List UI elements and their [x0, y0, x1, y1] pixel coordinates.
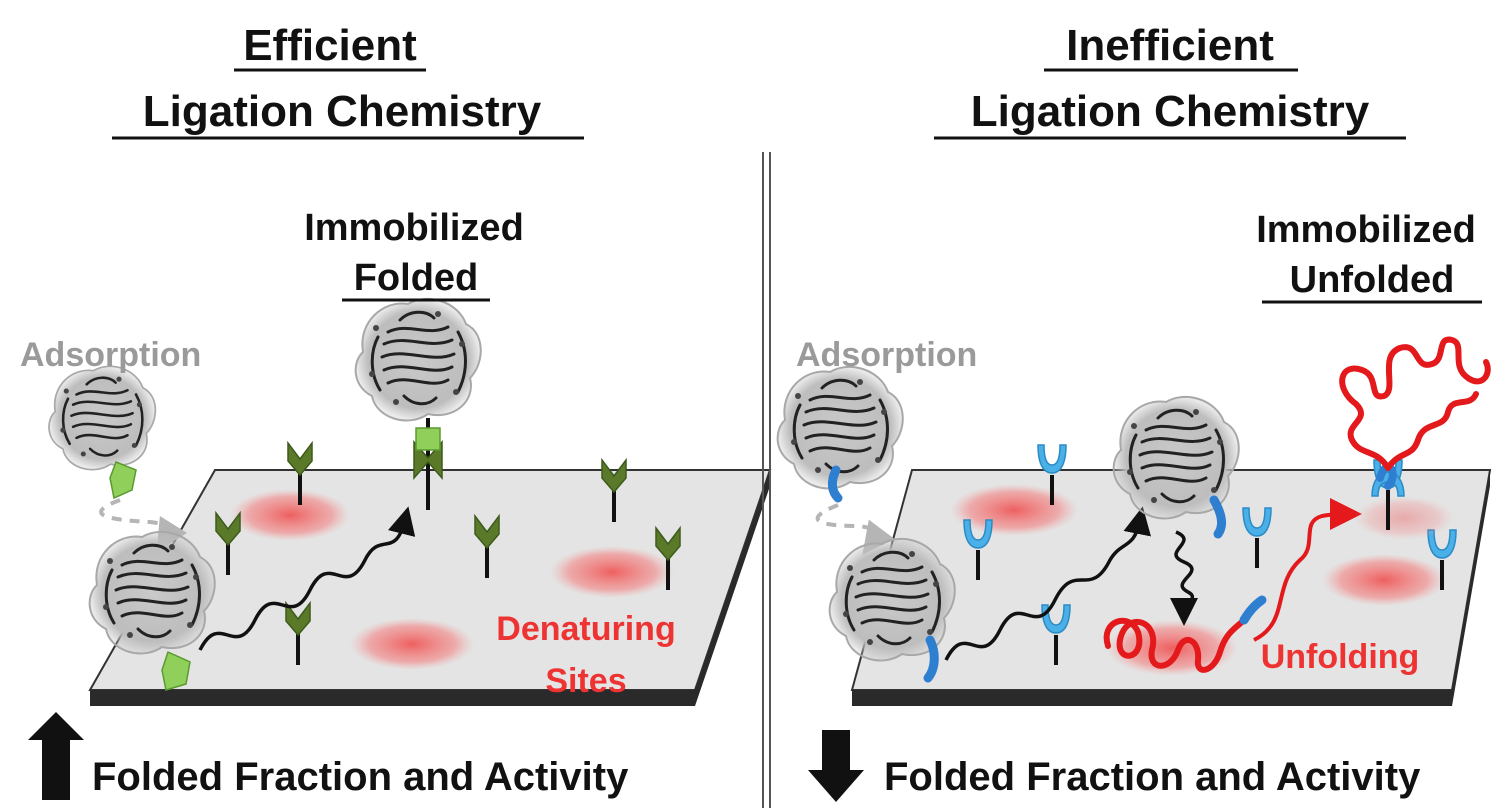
adsorbing-protein [47, 365, 157, 471]
up-arrow-icon [28, 712, 84, 800]
left-state-line1: Immobilized [304, 207, 524, 249]
denaturing-label-line2: Sites [545, 662, 626, 700]
transient-protein [1112, 395, 1241, 520]
right-adsorption-label: Adsorption [796, 336, 977, 374]
down-arrow-icon [808, 730, 864, 802]
unfolded-chain [1103, 617, 1247, 673]
surface-protein [828, 537, 957, 662]
right-state-line1: Immobilized [1256, 209, 1476, 251]
left-title-line2: Ligation Chemistry [143, 87, 542, 136]
denaturing-label-line1: Denaturing [496, 610, 675, 648]
right-footer: Folded Fraction and Activity [884, 755, 1421, 799]
unfolded-chain [1339, 336, 1491, 471]
right-state-line2: Unfolded [1290, 259, 1455, 301]
left-adsorption-label: Adsorption [20, 336, 201, 374]
left-state-line2: Folded [354, 257, 479, 299]
right-title-line2: Ligation Chemistry [971, 87, 1370, 136]
left-footer: Folded Fraction and Activity [92, 755, 629, 799]
denaturing-site [230, 489, 350, 541]
right-title-line1: Inefficient [1066, 21, 1274, 70]
denaturing-site [550, 546, 674, 598]
denaturing-site [350, 618, 474, 670]
surface-protein [88, 530, 217, 655]
denaturing-site [1322, 554, 1446, 606]
left-title-line1: Efficient [243, 21, 417, 70]
right-panel: Inefficient Ligation Chemistry [776, 21, 1492, 802]
left-panel: Efficient Ligation Chemistry [20, 21, 772, 800]
unfolding-label: Unfolding [1261, 638, 1420, 676]
immobilized-folded-protein [354, 297, 483, 422]
denaturing-site [950, 484, 1078, 536]
